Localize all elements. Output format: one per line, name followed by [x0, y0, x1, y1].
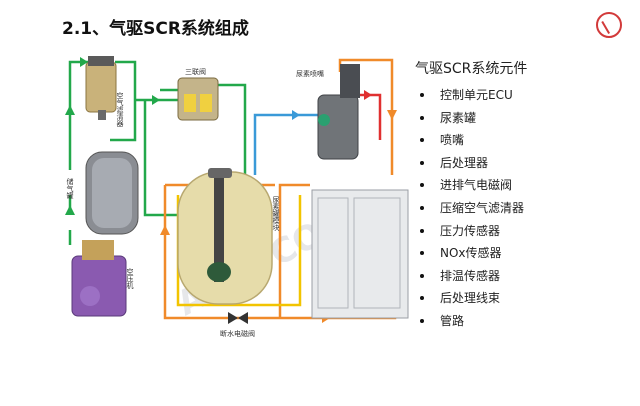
- aftertreatment-unit: [311, 189, 409, 319]
- urea-nozzle: [317, 64, 360, 160]
- list-item: 后处理线束: [414, 289, 524, 312]
- list-item: 控制单元ECU: [414, 86, 524, 109]
- list-item: 排温传感器: [414, 267, 524, 290]
- list-item: 压缩空气滤清器: [414, 199, 524, 222]
- urea-tank: [177, 168, 273, 305]
- nozzle-label: 尿素喷嘴: [296, 69, 324, 78]
- three-way-valve-label: 三联阀: [185, 67, 206, 76]
- urea-arrow: [292, 110, 300, 120]
- shutoff-valve-label: 断水电磁阀: [220, 329, 255, 338]
- air-arrows: [65, 57, 200, 220]
- three-way-valve: [177, 77, 219, 121]
- air-filter: [85, 56, 117, 120]
- list-item: 进排气电磁阀: [414, 176, 524, 199]
- compressor-label: 空压机: [126, 267, 134, 290]
- urea-module-label: 尿素罐模块: [272, 196, 280, 232]
- list-item: NOx传感器: [414, 244, 524, 267]
- shutoff-valve-icon: [228, 312, 248, 324]
- air-tank: [85, 151, 139, 235]
- hot-arrow: [364, 90, 372, 100]
- hot-line: [352, 93, 382, 140]
- list-item: 尿素罐: [414, 109, 524, 132]
- slide-title: 2.1、气驱SCR系统组成: [62, 19, 249, 39]
- urea-lines: [253, 113, 320, 175]
- list-item: 喷嘴: [414, 131, 524, 154]
- air-filter-label: 空气滤清器: [116, 91, 124, 128]
- list-item: 压力传感器: [414, 222, 524, 245]
- scr-system-diagram: AUTOCOS: [65, 56, 409, 338]
- component-list: 控制单元ECU 尿素罐 喷嘴 后处理器 进排气电磁阀 压缩空气滤清器 压力传感器…: [414, 86, 524, 335]
- logo-icon: [596, 12, 622, 38]
- component-list-heading: 气驱SCR系统元件: [415, 61, 528, 77]
- air-tank-label: 储气罐: [66, 177, 74, 200]
- list-item: 管路: [414, 312, 524, 335]
- air-compressor: [71, 240, 127, 317]
- list-item: 后处理器: [414, 154, 524, 177]
